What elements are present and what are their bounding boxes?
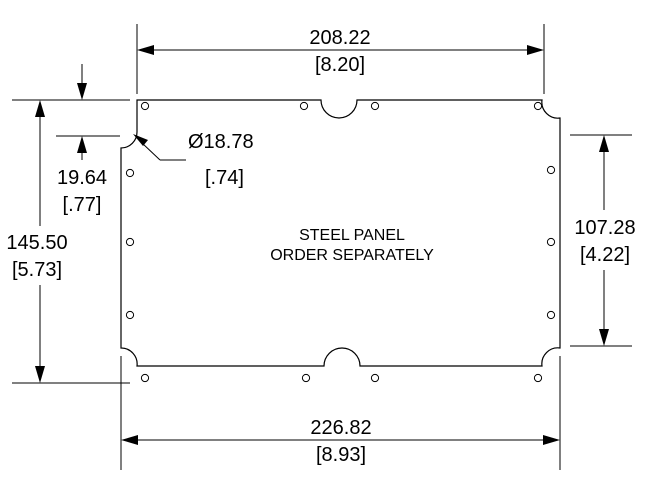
hole — [299, 101, 309, 111]
hole — [546, 237, 556, 247]
right-height-inch: [4.22] — [580, 244, 630, 266]
corner-diameter-inch: [.74] — [205, 167, 244, 189]
left-height-mm: 145.50 — [6, 232, 67, 254]
notch-offset-mm: 19.64 — [57, 167, 107, 189]
hole — [546, 165, 556, 175]
top-width-inch: [8.20] — [315, 54, 365, 76]
hole — [533, 373, 543, 383]
left-height-dimension: 145.50 [5.73] — [6, 99, 130, 384]
corner-diameter-callout: Ø18.78 [.74] — [133, 131, 254, 189]
notch-offset-inch: [.77] — [63, 194, 102, 216]
panel-outline — [120, 99, 561, 367]
right-height-mm: 107.28 — [574, 217, 635, 239]
panel-note-line1: STEEL PANEL — [299, 227, 405, 244]
hole — [140, 373, 150, 383]
bottom-width-dimension: 226.82 [8.93] — [120, 356, 561, 470]
hole — [125, 168, 135, 178]
hole — [370, 101, 380, 111]
bottom-width-mm: 226.82 — [310, 417, 371, 439]
top-width-mm: 208.22 — [309, 27, 370, 49]
hole — [370, 373, 380, 383]
mounting-holes — [125, 101, 556, 383]
hole — [140, 101, 150, 111]
hole — [125, 310, 135, 320]
left-height-inch: [5.73] — [12, 259, 62, 281]
corner-diameter-mm: Ø18.78 — [188, 131, 254, 153]
right-height-dimension: 107.28 [4.22] — [570, 134, 636, 347]
notch-offset-dimension: 19.64 [.77] — [56, 64, 120, 216]
hole — [546, 310, 556, 320]
hole — [533, 101, 543, 111]
panel-note-line2: ORDER SEPARATELY — [270, 247, 434, 264]
top-width-dimension: 208.22 [8.20] — [136, 24, 545, 94]
hole — [125, 237, 135, 247]
bottom-width-inch: [8.93] — [316, 444, 366, 466]
hole — [301, 373, 311, 383]
